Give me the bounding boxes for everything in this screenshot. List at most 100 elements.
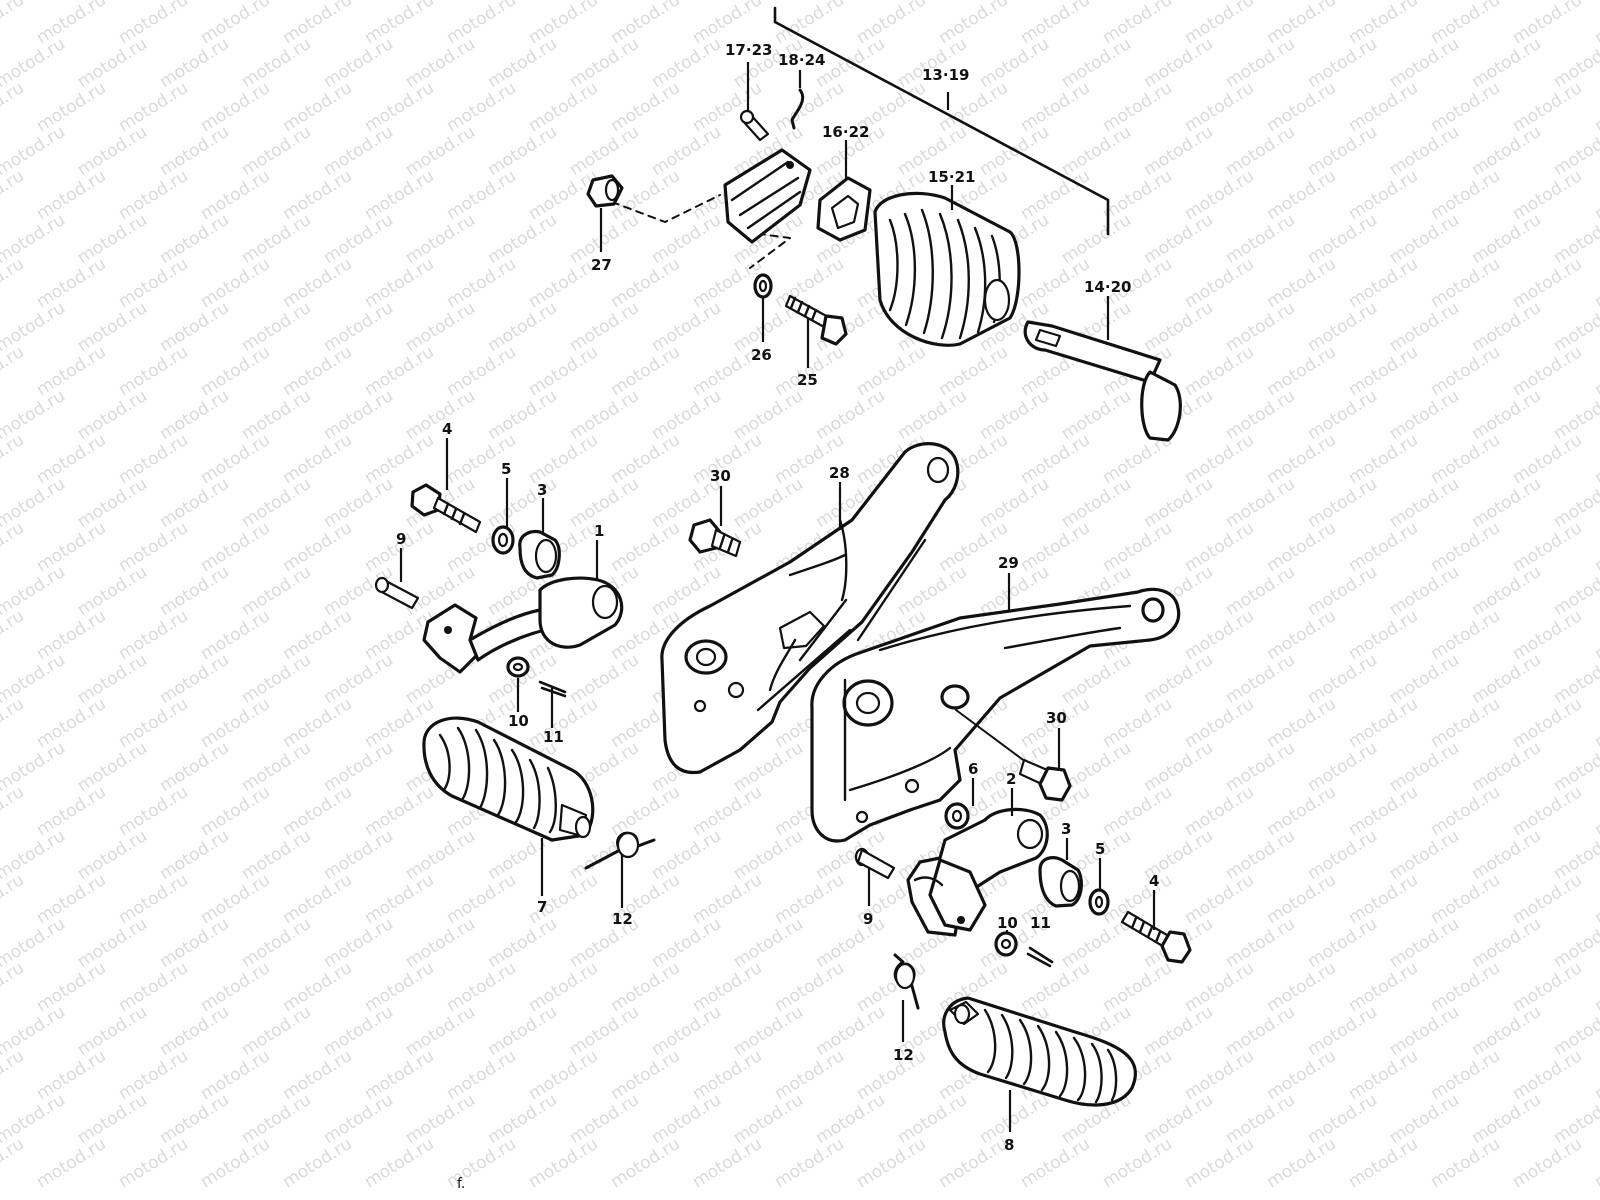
watermark-text: motod.ru — [0, 78, 28, 136]
watermark-text: motod.ru — [0, 1046, 28, 1104]
watermark-text: motod.ru — [279, 342, 356, 400]
watermark-text: motod.ru — [1591, 78, 1600, 136]
callout-3-left: 3 — [537, 481, 547, 499]
watermark-text: motod.ru — [525, 1046, 602, 1104]
watermark-text: motod.ru — [730, 826, 807, 884]
watermark-text: motod.ru — [1345, 430, 1422, 488]
watermark-text: motod.ru — [1140, 650, 1217, 708]
watermark-text: motod.ru — [1181, 606, 1258, 664]
watermark-text: motod.ru — [935, 342, 1012, 400]
watermark-text: motod.ru — [1591, 254, 1600, 312]
watermark-text: motod.ru — [279, 782, 356, 840]
watermark-text: motod.ru — [0, 430, 28, 488]
watermark-text: motod.ru — [156, 210, 233, 268]
watermark-text: motod.ru — [115, 430, 192, 488]
watermark-text: motod.ru — [894, 1090, 971, 1148]
watermark-text: motod.ru — [607, 0, 684, 48]
watermark-text: motod.ru — [402, 298, 479, 356]
callout-1: 1 — [594, 522, 604, 540]
watermark-text: motod.ru — [1304, 386, 1381, 444]
watermark-text: motod.ru — [1304, 914, 1381, 972]
watermark-text: motod.ru — [74, 826, 151, 884]
watermark-text: motod.ru — [607, 1046, 684, 1104]
watermark-text: motod.ru — [1181, 870, 1258, 928]
watermark-text: motod.ru — [1181, 958, 1258, 1016]
watermark-text: motod.ru — [156, 562, 233, 620]
watermark-text: motod.ru — [1222, 298, 1299, 356]
watermark-text: motod.ru — [402, 826, 479, 884]
watermark-text: motod.ru — [1509, 606, 1586, 664]
watermark-text: motod.ru — [156, 1090, 233, 1148]
watermark-text: motod.ru — [1263, 254, 1340, 312]
watermark-text: motod.ru — [115, 342, 192, 400]
watermark-text: motod.ru — [238, 1002, 315, 1060]
watermark-text: motod.ru — [525, 1134, 602, 1192]
watermark-text: motod.ru — [1591, 870, 1600, 928]
watermark-text: motod.ru — [156, 386, 233, 444]
watermark-text: motod.ru — [361, 1134, 438, 1192]
watermark-text: motod.ru — [33, 870, 110, 928]
watermark-text: motod.ru — [1345, 782, 1422, 840]
watermark-text: motod.ru — [607, 958, 684, 1016]
callout-14-20: 14·20 — [1084, 278, 1131, 296]
watermark-text: motod.ru — [1509, 342, 1586, 400]
callout-30-right: 30 — [1046, 709, 1067, 727]
watermark-text: motod.ru — [33, 518, 110, 576]
callout-7: 7 — [537, 898, 547, 916]
watermark-text: motod.ru — [320, 1090, 397, 1148]
watermark-text: motod.ru — [0, 1134, 28, 1192]
watermark-text: motod.ru — [279, 606, 356, 664]
watermark-text: motod.ru — [1468, 914, 1545, 972]
callout-10-right: 10 — [997, 914, 1018, 932]
watermark-text: motod.ru — [1181, 0, 1258, 48]
watermark-text: motod.ru — [648, 210, 725, 268]
watermark-text: motod.ru — [1140, 210, 1217, 268]
watermark-text: motod.ru — [1427, 78, 1504, 136]
watermark-text: motod.ru — [320, 914, 397, 972]
watermark-text: motod.ru — [1222, 738, 1299, 796]
callout-9-left: 9 — [396, 530, 406, 548]
watermark-text: motod.ru — [197, 958, 274, 1016]
footrest-bracket-29 — [810, 587, 1181, 843]
watermark-text: motod.ru — [1099, 78, 1176, 136]
watermark-text: motod.ru — [402, 122, 479, 180]
watermark-text: motod.ru — [1304, 298, 1381, 356]
footrest-rubber-8 — [942, 996, 1138, 1107]
bolt-25 — [784, 294, 848, 346]
watermark-text: motod.ru — [443, 254, 520, 312]
collar-3-left — [518, 529, 561, 580]
bolt-30-top — [688, 518, 742, 558]
watermark-text: motod.ru — [1468, 1090, 1545, 1148]
watermark-text: motod.ru — [361, 782, 438, 840]
watermark-text: motod.ru — [279, 430, 356, 488]
watermark-text: motod.ru — [115, 870, 192, 928]
watermark-text: motod.ru — [1386, 210, 1463, 268]
watermark-text: motod.ru — [1304, 210, 1381, 268]
watermark-text: motod.ru — [279, 1046, 356, 1104]
watermark-text: motod.ru — [1099, 694, 1176, 752]
watermark-text: motod.ru — [1099, 0, 1176, 48]
pin-9-right — [854, 847, 896, 880]
watermark-text: motod.ru — [74, 34, 151, 92]
watermark-text: motod.ru — [484, 34, 561, 92]
footrest-bracket-1 — [422, 576, 624, 674]
watermark-text: motod.ru — [607, 78, 684, 136]
watermark-text: motod.ru — [566, 1002, 643, 1060]
watermark-text: motod.ru — [1058, 122, 1135, 180]
watermark-text: motod.ru — [1591, 1046, 1600, 1104]
bolt-30-right — [1018, 758, 1072, 802]
watermark-text: motod.ru — [1427, 254, 1504, 312]
watermark-text: motod.ru — [33, 78, 110, 136]
watermark-text: motod.ru — [1468, 210, 1545, 268]
watermark-text: motod.ru — [402, 210, 479, 268]
watermark-text: motod.ru — [197, 342, 274, 400]
watermark-text: motod.ru — [1304, 738, 1381, 796]
watermark-text: motod.ru — [1181, 782, 1258, 840]
washer-10-left — [506, 656, 530, 678]
watermark-text: motod.ru — [1263, 1046, 1340, 1104]
watermark-text: motod.ru — [1017, 166, 1094, 224]
watermark-text: motod.ru — [74, 386, 151, 444]
watermark-text: motod.ru — [115, 166, 192, 224]
watermark-text: motod.ru — [1099, 166, 1176, 224]
